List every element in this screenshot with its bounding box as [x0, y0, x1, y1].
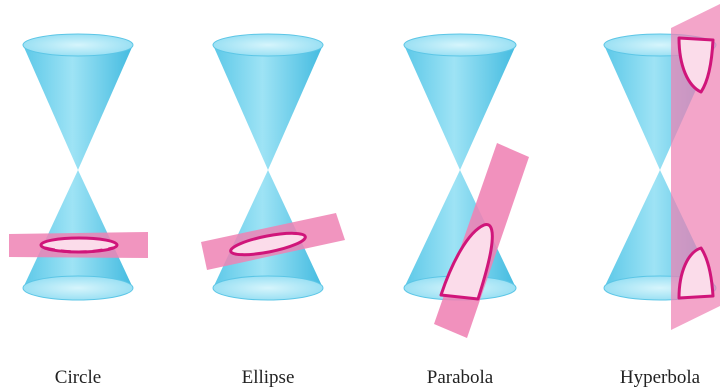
caption-circle: Circle: [8, 368, 148, 388]
figure-circle: [9, 34, 148, 300]
figure-parabola: [404, 34, 529, 338]
double-cone: [23, 34, 133, 300]
caption-hyperbola: Hyperbola: [590, 368, 722, 388]
caption-parabola: Parabola: [390, 368, 530, 388]
figure-hyperbola: [604, 4, 720, 330]
caption-ellipse: Ellipse: [198, 368, 338, 388]
figure-ellipse: [201, 34, 345, 300]
